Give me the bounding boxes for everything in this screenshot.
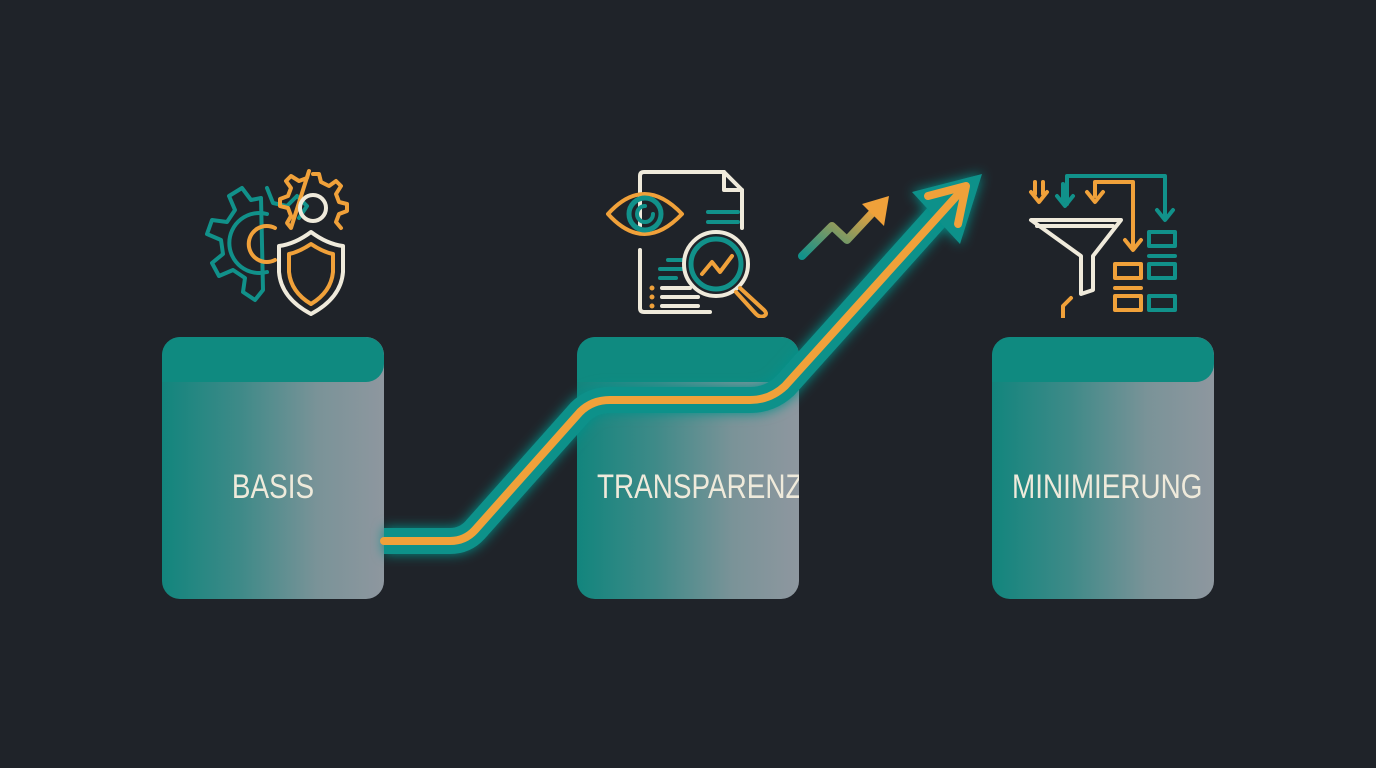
document-eye-magnifier-icon xyxy=(606,170,768,318)
funnel-sort-icon xyxy=(1029,174,1177,318)
step-box-cap xyxy=(577,337,799,382)
step-box-cap xyxy=(162,337,384,382)
step-box-cap xyxy=(992,337,1214,382)
step-label-basis: BASIS xyxy=(231,468,315,506)
step-label-minimierung: MINIMIERUNG xyxy=(1011,468,1203,506)
trend-up-arrow-icon xyxy=(798,196,889,260)
step-box-minimierung: MINIMIERUNG xyxy=(992,337,1214,599)
step-label-transparenz: TRANSPARENZ xyxy=(596,468,799,506)
step-box-transparenz: TRANSPARENZ xyxy=(577,337,799,599)
step-box-basis: BASIS xyxy=(162,337,384,599)
gear-shield-icon xyxy=(205,169,349,316)
